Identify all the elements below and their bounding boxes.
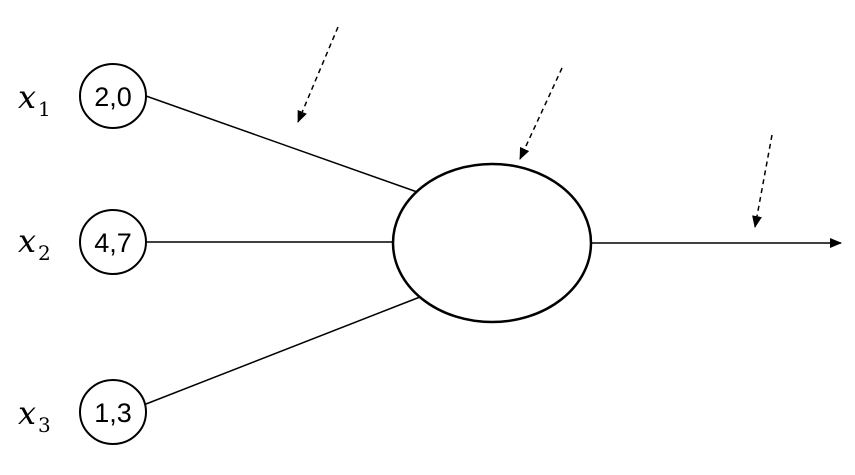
pointer-arrow-neuron [519, 67, 563, 160]
input-2-subscript: 2 [38, 241, 51, 265]
edge-input-1-to-neuron [145, 95, 421, 194]
input-2-variable: x [18, 222, 36, 260]
input-2-value: 4,7 [94, 228, 132, 258]
input-1: x 1 2,0 [18, 63, 147, 129]
input-3: x 3 1,3 [18, 379, 147, 445]
input-3-node [79, 379, 147, 445]
input-2: x 2 4,7 [18, 209, 147, 275]
neuron-node [391, 162, 593, 324]
input-3-variable: x [18, 394, 36, 432]
input-3-subscript: 3 [38, 413, 51, 437]
input-1-variable: x [18, 78, 36, 116]
input-3-value: 1,3 [94, 398, 132, 428]
pointer-arrow-output [752, 134, 773, 228]
input-1-subscript: 1 [38, 97, 51, 121]
edge-input-3-to-neuron [145, 296, 421, 405]
pointer-arrow-weight [297, 26, 339, 123]
input-1-value: 2,0 [94, 82, 132, 112]
